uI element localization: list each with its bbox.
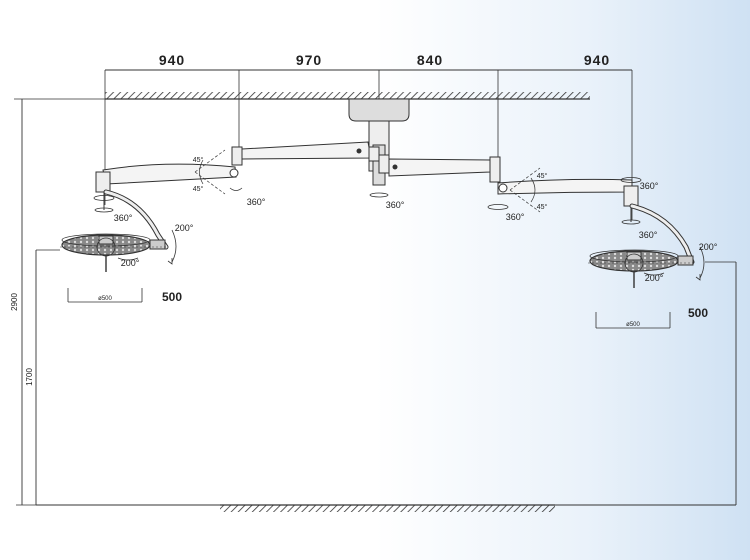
dimension-840: 840 — [417, 52, 443, 68]
height-2900-label: 2900 — [10, 293, 19, 311]
height-dimension-lines — [14, 98, 105, 506]
left-lamp-diameter-label: ø500 — [98, 296, 112, 302]
floor — [36, 504, 736, 512]
rotation-360-right-top: 360° — [640, 181, 659, 191]
left-main-arm — [231, 141, 380, 166]
left-spring-arm — [93, 149, 243, 213]
ceiling — [105, 92, 590, 100]
rotation-360-center: 360° — [386, 200, 405, 210]
rotation-360-left-yoke: 360° — [114, 213, 133, 223]
right-spring-arm — [487, 167, 642, 225]
right-lamp-head — [588, 203, 705, 288]
rotation-360-left-joint: 360° — [247, 197, 266, 207]
right-reference-line — [705, 261, 737, 505]
dimension-940-right: 940 — [584, 52, 610, 68]
angle-45-up-right: 45° — [537, 172, 548, 180]
dimension-940-left: 940 — [159, 52, 185, 68]
rotation-200-right-side: 200° — [699, 242, 718, 252]
dimension-970: 970 — [296, 52, 322, 68]
right-main-arm — [378, 154, 501, 183]
right-lamp-width-label: 500 — [688, 306, 708, 320]
right-lamp-width-marker — [595, 312, 671, 329]
rotation-360-right-yoke: 360° — [639, 230, 658, 240]
rotation-200-left-bottom: 200° — [121, 258, 140, 268]
angle-45-down-left: 45° — [193, 185, 204, 193]
left-lamp-head — [60, 189, 177, 272]
angle-45-down-right: 45° — [537, 203, 548, 211]
rotation-200-left-side: 200° — [175, 223, 194, 233]
right-lamp-diameter-label: ø500 — [626, 322, 640, 328]
rotation-200-right-bottom: 200° — [645, 273, 664, 283]
left-lamp-width-label: 500 — [162, 290, 182, 304]
left-lamp-width-marker — [67, 288, 143, 303]
angle-45-up-left: 45° — [193, 156, 204, 164]
height-1700-label: 1700 — [25, 368, 34, 386]
rotation-360-right-joint: 360° — [506, 212, 525, 222]
